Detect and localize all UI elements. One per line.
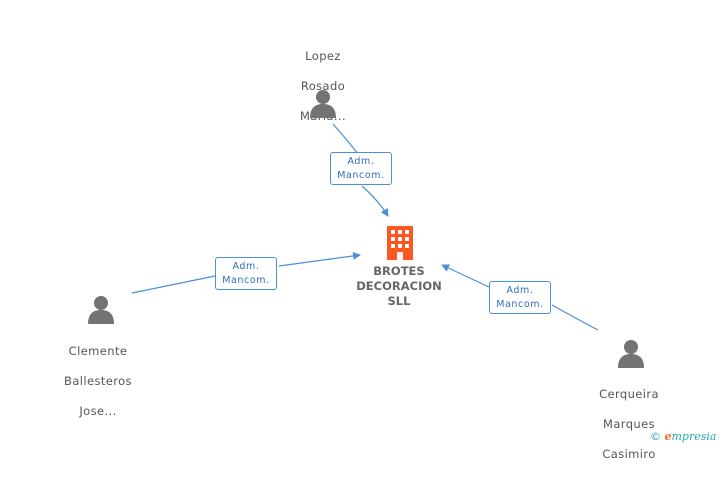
role-badge-cerqueira[interactable]: Adm. Mancom. (489, 281, 551, 314)
edge-cerqueira-to-company (442, 265, 599, 331)
company-name-line: BROTES (373, 264, 425, 278)
person-name-line: Casimiro (602, 447, 656, 461)
brand-name: mpresia (671, 430, 717, 443)
company-name[interactable]: BROTES DECORACION SLL (349, 264, 449, 309)
role-line: Adm. (506, 285, 534, 296)
person-name-cerqueira[interactable]: Cerqueira Marques Casimiro (574, 372, 684, 477)
company-name-line: DECORACION (356, 279, 442, 293)
person-name-lopez[interactable]: Lopez Rosado Maria... (268, 34, 378, 139)
role-badge-lopez[interactable]: Adm. Mancom. (330, 152, 392, 185)
role-line: Adm. (232, 261, 260, 272)
role-line: Adm. (347, 156, 375, 167)
person-name-line: Jose... (79, 404, 117, 418)
role-line: Mancom. (222, 275, 270, 286)
person-name-line: Marques (603, 417, 655, 431)
person-icon[interactable] (86, 294, 116, 324)
person-name-clemente[interactable]: Clemente Ballesteros Jose... (43, 329, 153, 434)
person-icon[interactable] (616, 338, 646, 368)
role-line: Mancom. (496, 299, 544, 310)
person-name-line: Cerqueira (599, 387, 659, 401)
person-name-line: Rosado (300, 79, 346, 93)
edge-clemente-to-company (131, 255, 360, 294)
person-name-line: Clemente (68, 344, 128, 358)
person-name-line: Ballesteros (64, 374, 132, 388)
brand-e: e (664, 430, 672, 443)
company-name-line: SLL (387, 294, 411, 308)
relationship-edges (131, 123, 599, 331)
person-name-line: Lopez (305, 49, 341, 63)
role-line: Mancom. (337, 170, 385, 181)
copyright-symbol: © (650, 430, 661, 443)
building-icon[interactable] (385, 226, 415, 260)
person-icon[interactable] (308, 88, 338, 118)
role-badge-clemente[interactable]: Adm. Mancom. (215, 257, 277, 290)
footer-brand: © empresia (650, 430, 716, 443)
